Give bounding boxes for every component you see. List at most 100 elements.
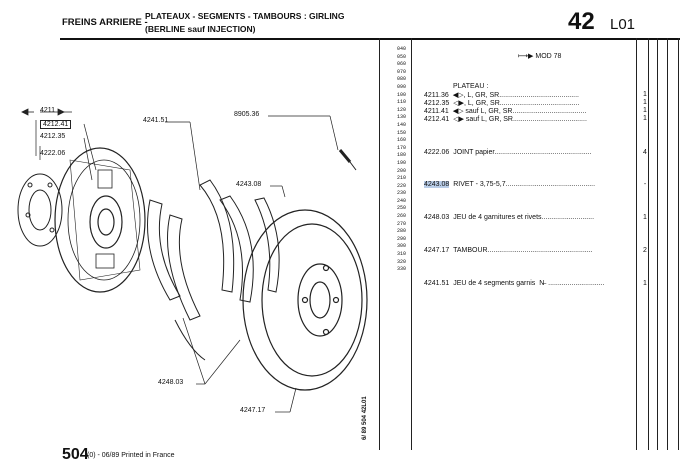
part-ref: 4222.06: [424, 149, 450, 156]
label-8905-36: 8905.36: [234, 111, 260, 118]
line-number: 240: [396, 197, 406, 204]
part-desc: TAMBOUR.................................…: [453, 247, 593, 254]
part-qty: 1: [643, 280, 647, 287]
divider-qty: [636, 38, 637, 450]
orientation-arrows: [21, 108, 65, 116]
part-desc: ◀▷, L, GR, SR...........................…: [452, 92, 579, 99]
vertical-code: 6/ 89 504 42L01: [362, 396, 368, 440]
part-qty: 1: [643, 107, 647, 114]
part-qty: 1: [643, 214, 647, 221]
part-row: 4241.51 JEU de 4 segments garnis N̶ ....…: [424, 280, 605, 287]
line-number: 120: [396, 106, 406, 113]
divider-col1: [648, 38, 649, 450]
divider-col2: [657, 38, 658, 450]
divider-right: [678, 38, 679, 450]
part-ref: 4212.41: [424, 116, 450, 123]
line-number: 130: [396, 114, 406, 121]
label-4248-03: 4248.03: [158, 379, 184, 386]
label-4222-06: 4222.06: [40, 150, 66, 157]
part-row: 4212.35 ◁▶, L, GR, SR...................…: [424, 99, 580, 107]
page-title: PLATEAUX - SEGMENTS - TAMBOURS : GIRLING: [145, 11, 345, 21]
line-number: 080: [396, 76, 406, 83]
part-ref: 4212.35: [424, 100, 450, 107]
footer-page-number: 504: [62, 446, 89, 463]
arrow-right-icon: ⟼▶: [518, 53, 536, 60]
part-row: 4211.36 ◀▷, L, GR, SR...................…: [424, 91, 579, 99]
part-row: 4211.41 ◀▷ sauf L, GR, SR...............…: [424, 107, 586, 115]
line-number: 330: [396, 266, 406, 273]
part-ref: 4241.51: [424, 280, 450, 287]
line-number: 050: [396, 53, 406, 60]
brake-shoes-drawing: [147, 179, 280, 361]
line-number: 210: [396, 175, 406, 182]
part-desc: ◁▶, L, GR, SR...........................…: [453, 100, 580, 107]
part-desc: JOINT papier............................…: [453, 149, 592, 156]
part-qty: -: [643, 181, 647, 188]
brake-drum-drawing: [242, 209, 368, 391]
part-row: 4222.06 JOINT papier....................…: [424, 149, 592, 156]
line-number: 190: [396, 159, 406, 166]
label-4247-17: 4247.17: [240, 407, 266, 414]
line-number: 090: [396, 83, 406, 90]
mod-label: ⟼▶ MOD 78: [518, 53, 562, 60]
part-row: 4247.17 TAMBOUR.........................…: [424, 247, 593, 254]
line-number: 070: [396, 68, 406, 75]
part-qty: 1: [643, 91, 647, 98]
line-number: 150: [396, 129, 406, 136]
line-number: 260: [396, 213, 406, 220]
line-number: 320: [396, 258, 406, 265]
part-row: 4243.08 RIVET - 3,75-5,7................…: [424, 181, 595, 188]
screw-drawing: [338, 149, 357, 171]
part-desc: JEU de 4 garnitures et rivets...........…: [453, 214, 595, 221]
line-number: 280: [396, 228, 406, 235]
part-ref: 4247.17: [424, 247, 450, 254]
part-qty: 1: [643, 99, 647, 106]
part-ref[interactable]: 4243.08: [424, 181, 450, 188]
line-number: 270: [396, 220, 406, 227]
exploded-diagram: [17, 108, 368, 413]
line-number: 300: [396, 243, 406, 250]
line-number: 100: [396, 91, 406, 98]
part-desc: JEU de 4 segments garnis N̶ ............…: [453, 280, 605, 287]
gasket-drawing: [17, 173, 63, 247]
part-desc: ◀▷ sauf L, GR, SR.......................…: [452, 108, 587, 115]
part-row: 4248.03 JEU de 4 garnitures et rivets...…: [424, 214, 594, 221]
part-desc: ◁▶ sauf L, GR, SR.......................…: [453, 116, 587, 123]
line-number: 230: [396, 190, 406, 197]
part-desc: RIVET - 3,75-5,7........................…: [453, 181, 596, 188]
divider-col3: [667, 38, 668, 450]
part-ref: 4211.41: [424, 108, 449, 115]
header-rule: [60, 38, 680, 40]
line-number: 310: [396, 251, 406, 258]
part-qty: 2: [643, 247, 647, 254]
section-title: FREINS ARRIERE -: [62, 17, 148, 28]
line-number: 180: [396, 152, 406, 159]
line-number: 160: [396, 137, 406, 144]
part-qty: 1: [643, 115, 647, 122]
line-number: 170: [396, 144, 406, 151]
group-label: PLATEAU :: [453, 83, 489, 90]
page-number: 42: [568, 8, 595, 35]
line-number: 140: [396, 121, 406, 128]
leader-lines: [35, 111, 339, 413]
label-4211: 4211: [40, 107, 56, 114]
part-ref: 4248.03: [424, 214, 450, 221]
line-number: 200: [396, 167, 406, 174]
line-number: 290: [396, 235, 406, 242]
part-ref: 4211.36: [424, 92, 449, 99]
part-row: 4212.41 ◁▶ sauf L, GR, SR...............…: [424, 115, 587, 123]
label-4241-51: 4241.51: [143, 117, 169, 124]
label-4212-41: 4212.41: [40, 120, 72, 129]
line-number: 250: [396, 205, 406, 212]
line-number: 220: [396, 182, 406, 189]
page-subtitle: (BERLINE sauf INJECTION): [145, 24, 256, 34]
line-number: 040: [396, 46, 406, 52]
label-4243-08: 4243.08: [236, 181, 262, 188]
divider-left: [379, 38, 380, 450]
line-number: 060: [396, 61, 406, 68]
part-qty: 4: [643, 149, 647, 156]
label-4212-35: 4212.35: [40, 133, 66, 140]
page-code: L01: [610, 16, 636, 33]
backing-plate-drawing: [54, 147, 146, 293]
